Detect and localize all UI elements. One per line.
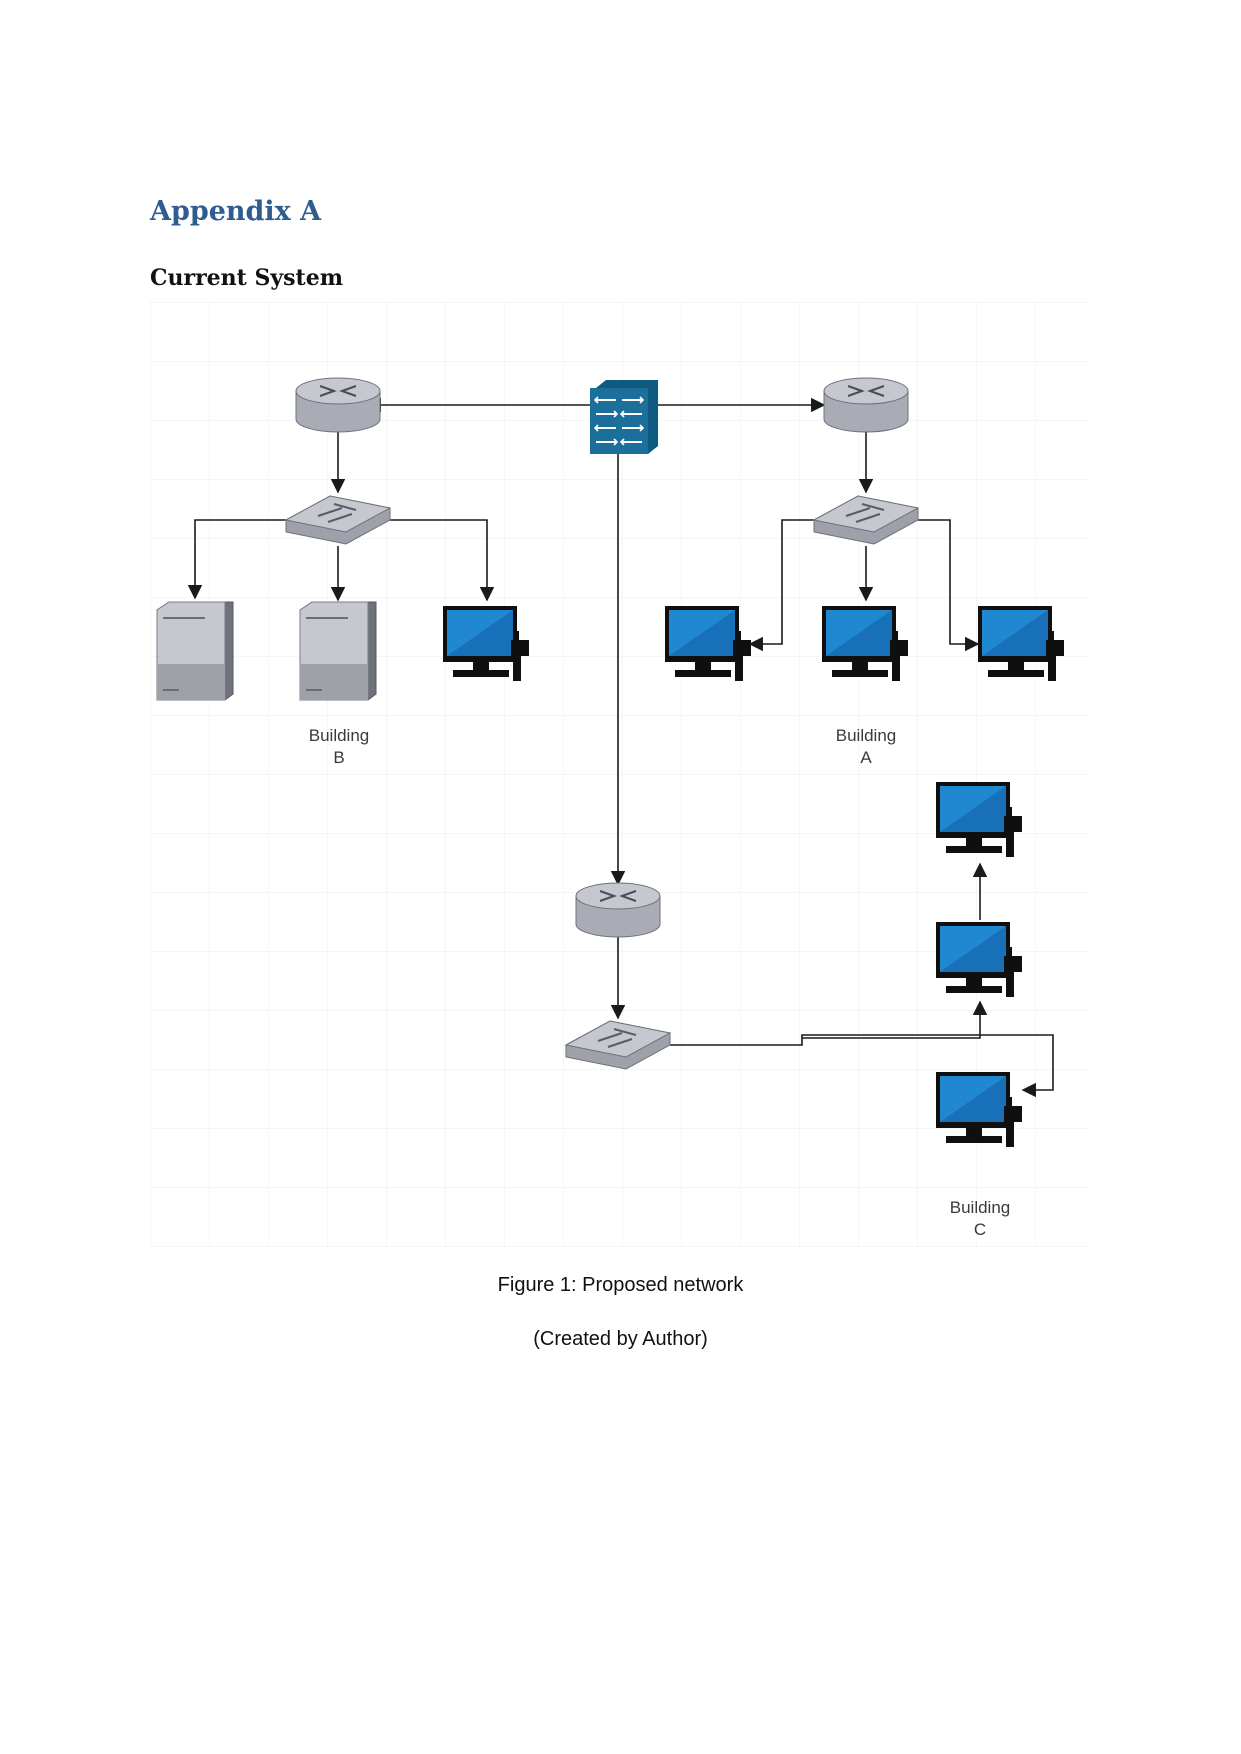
building-c-label-line1: Building <box>950 1198 1011 1217</box>
appendix-heading: Appendix A <box>150 196 322 227</box>
link-switch-b-computer <box>390 519 495 602</box>
building-a-label-line2: A <box>860 748 872 767</box>
server-building-b-2 <box>299 601 377 701</box>
server-building-b-1 <box>156 601 234 701</box>
building-a-label-line1: Building <box>836 726 897 745</box>
link-switch-a-computer-right <box>918 519 980 652</box>
section-heading: Current System <box>150 265 343 291</box>
firewall-icon <box>590 380 658 454</box>
figure-credit: (Created by Author) <box>533 1328 708 1350</box>
link-switch-c-computer-bottom <box>801 1034 1054 1098</box>
router-building-a <box>823 377 909 433</box>
connections <box>187 397 1054 1098</box>
link-switch-b-server-1 <box>187 519 286 600</box>
building-c-label-line2: C <box>974 1220 986 1239</box>
grid-background <box>150 302 1090 1247</box>
link-switch-a-computer-left <box>748 519 814 652</box>
router-building-c <box>575 882 661 938</box>
figure-caption: Figure 1: Proposed network <box>497 1274 744 1296</box>
building-b-label-line1: Building <box>309 726 370 745</box>
network-diagram: Building B Building A Building C <box>150 302 1090 1247</box>
building-b-label-line2: B <box>333 748 344 767</box>
router-building-b <box>295 377 381 433</box>
